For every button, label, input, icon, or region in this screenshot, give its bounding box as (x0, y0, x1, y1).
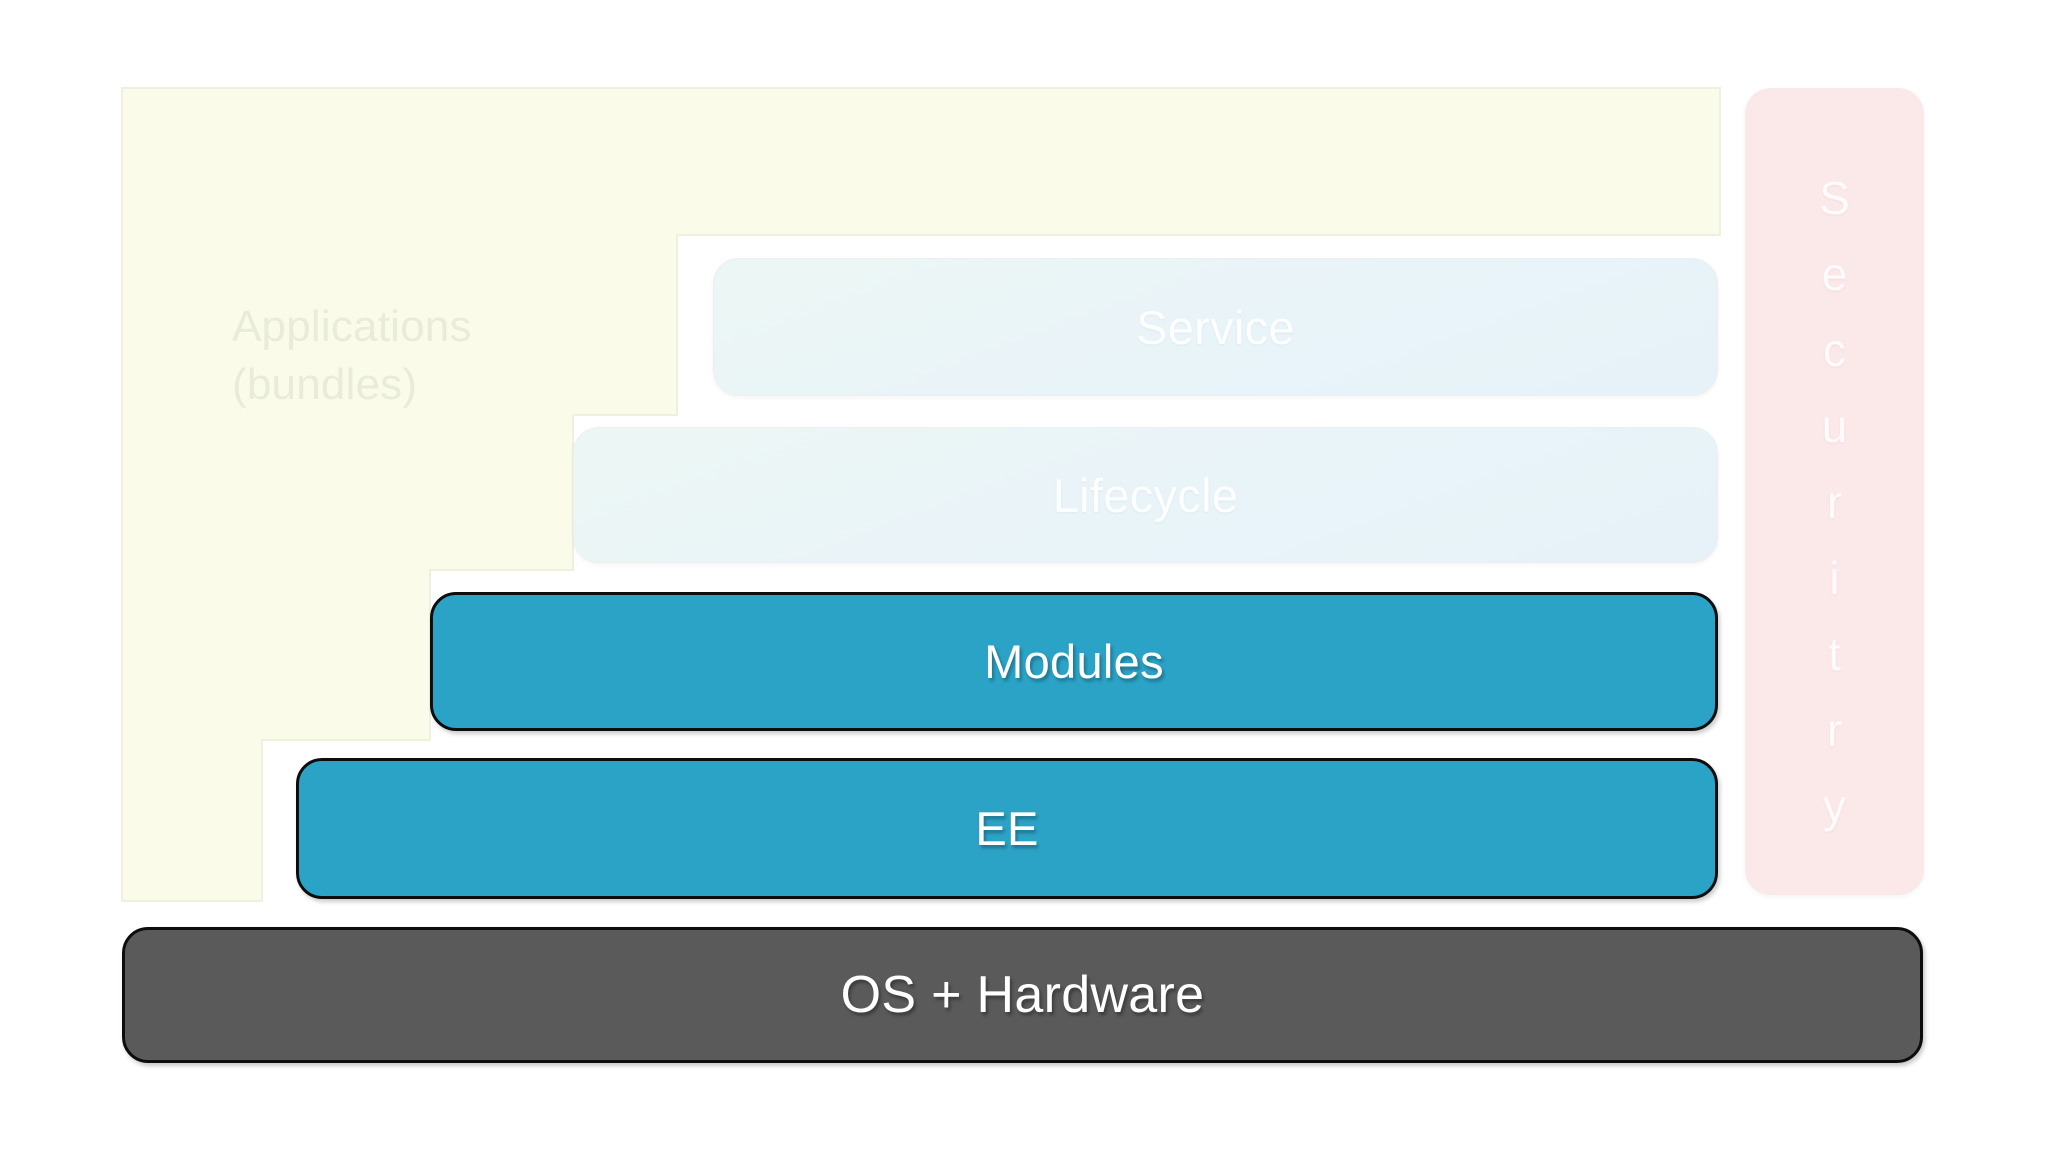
applications-staircase-shape (121, 87, 1721, 902)
applications-staircase-region: Applications (bundles) (121, 87, 1722, 903)
layer-label-os-hardware: OS + Hardware (840, 966, 1205, 1024)
layer-bar-modules[interactable]: Modules (430, 592, 1718, 731)
security-letter-0: S (1819, 171, 1850, 224)
layer-label-ee: EE (975, 802, 1039, 855)
security-letter-2: c (1823, 323, 1846, 376)
layer-label-lifecycle: Lifecycle (1052, 468, 1239, 522)
layer-bar-service[interactable]: Service (713, 258, 1718, 396)
layer-bar-lifecycle[interactable]: Lifecycle (573, 427, 1718, 563)
security-letter-4: r (1826, 475, 1843, 528)
security-letter-6: t (1828, 627, 1841, 680)
security-letter-7: r (1826, 703, 1843, 756)
security-letter-5: i (1829, 551, 1840, 604)
layer-label-modules: Modules (984, 635, 1164, 688)
security-letter-1: e (1821, 247, 1848, 300)
security-letter-3: u (1821, 399, 1848, 452)
security-letter-8: y (1823, 779, 1846, 832)
applications-label: Applications (bundles) (232, 302, 472, 410)
layer-bar-os-hardware[interactable]: OS + Hardware (122, 927, 1923, 1063)
layer-bar-ee[interactable]: EE (296, 758, 1718, 899)
layer-label-service: Service (1136, 300, 1295, 354)
